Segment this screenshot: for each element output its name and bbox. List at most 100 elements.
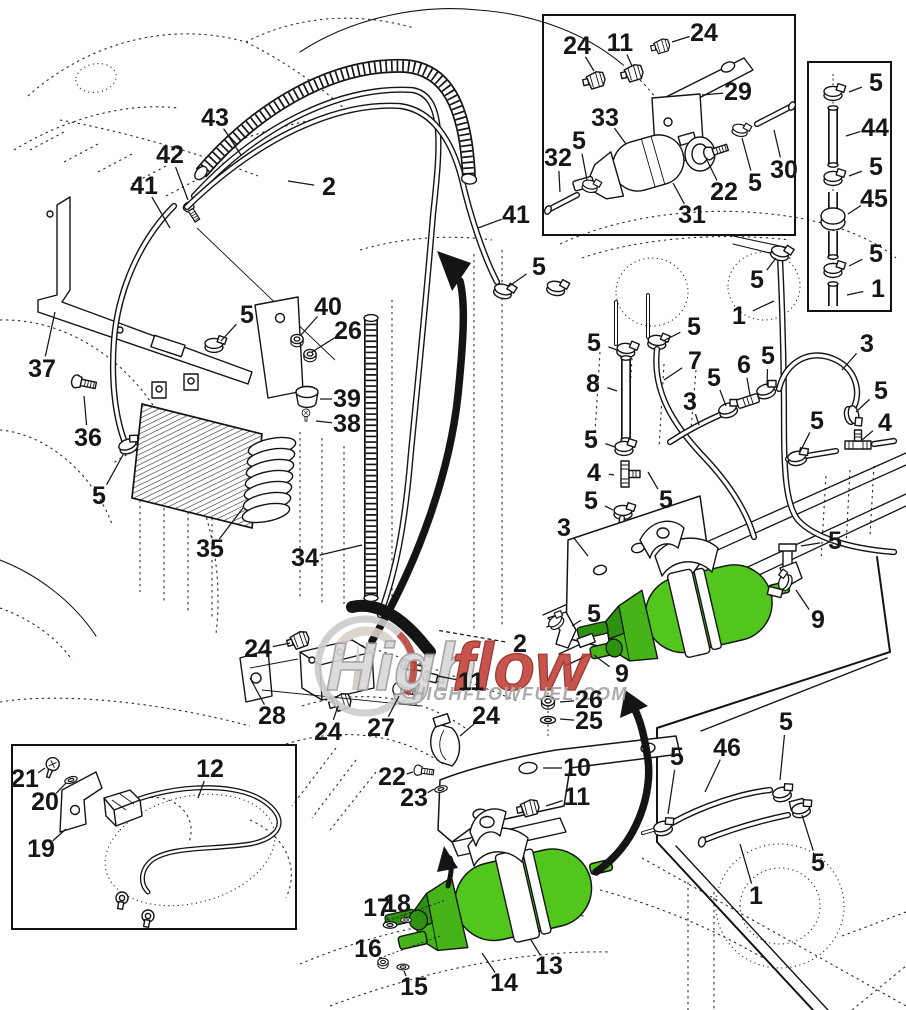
callout-5-50: 5: [659, 486, 673, 514]
callout-34-15: 34: [291, 544, 319, 572]
callout-5-5: 5: [532, 253, 546, 281]
fuel-pump-13-body: [384, 848, 614, 952]
leader-line-24: [459, 723, 475, 737]
clip-cluster: [239, 629, 446, 714]
fuel-pump-9-body: [576, 564, 791, 662]
callout-41-2: 41: [130, 172, 158, 200]
inset-shutoff-pump: [542, 14, 797, 236]
washer-18: [400, 916, 412, 924]
leader-line-4: [861, 430, 874, 441]
leader-line-40: [300, 315, 319, 336]
inset-wiring-harness: [11, 744, 297, 930]
pump-31-33: [572, 131, 697, 200]
leader-line-18: [403, 914, 406, 917]
arrow-1-shaft: [368, 277, 468, 645]
leader-line-5: [719, 389, 727, 407]
watermark-gauge-arc: [334, 626, 396, 651]
callout-25-60: 25: [575, 707, 603, 735]
leader-line-11: [545, 800, 563, 807]
loop-clamp-24: [430, 723, 461, 767]
callout-5-33: 5: [587, 329, 601, 357]
check-valve-45: [820, 192, 846, 260]
callout-5-47: 5: [584, 426, 598, 454]
washer-17: [382, 921, 398, 929]
leader-line-5: [667, 769, 676, 815]
leader-line-24: [671, 35, 690, 43]
callout-5-79: 5: [779, 708, 793, 736]
leader-line-4: [608, 473, 615, 476]
leader-line-5: [662, 331, 681, 342]
callout-6-41: 6: [737, 351, 751, 379]
callout-5-31: 5: [869, 240, 883, 268]
callout-39-10: 39: [333, 385, 361, 413]
callout-28-54: 28: [258, 702, 286, 730]
callout-2-3: 2: [322, 173, 336, 201]
callout-4-45: 4: [878, 409, 892, 437]
callout-7-37: 7: [688, 347, 702, 375]
callout-1-32: 1: [871, 275, 885, 303]
callout-5-82: 5: [811, 849, 825, 877]
leader-line-8: [607, 387, 618, 392]
leader-line-29: [701, 92, 724, 96]
leader-line-5: [798, 432, 811, 455]
right-plumbing: [545, 235, 898, 576]
bolt-36: [69, 373, 98, 393]
leader-line-22: [705, 157, 718, 181]
callout-19-67: 19: [27, 835, 55, 863]
screw-38: [301, 408, 311, 422]
callout-5-22: 5: [572, 127, 586, 155]
leader-line-31: [672, 182, 685, 205]
callout-3-39: 3: [683, 388, 697, 416]
leader-line-19: [52, 828, 67, 842]
callout-44-28: 44: [861, 114, 889, 142]
callout-5-49: 5: [584, 487, 598, 515]
callout-20-66: 20: [31, 788, 59, 816]
clamp-5-col-bot: [823, 259, 847, 279]
callout-46-81: 46: [713, 734, 741, 762]
leader-line-42: [174, 166, 189, 201]
leader-line-24: [272, 642, 291, 648]
leader-line-7: [663, 367, 683, 381]
callout-33-20: 33: [591, 104, 619, 132]
leader-line-26: [311, 337, 336, 353]
leader-line-1: [752, 300, 775, 312]
callout-37-6: 37: [28, 355, 56, 383]
inset-filter-column: [807, 61, 892, 312]
leader-line-41: [477, 218, 503, 229]
callout-23-72: 23: [400, 784, 428, 812]
callout-3-51: 3: [557, 514, 571, 542]
watermark-word-high: High: [326, 629, 477, 705]
leader-line-5: [605, 443, 616, 448]
leader-line-46: [704, 759, 721, 793]
callout-31-26: 31: [678, 201, 706, 229]
clip-24-inset-a: [580, 69, 608, 92]
leader-line-5: [581, 153, 588, 181]
callout-24-55: 24: [314, 718, 342, 746]
clamp-5-col-mid: [823, 167, 847, 187]
leader-line-37: [44, 311, 56, 357]
bracket-19: [59, 771, 103, 833]
callout-36-12: 36: [74, 424, 102, 452]
callout-5-80: 5: [670, 743, 684, 771]
callout-24-18: 24: [690, 19, 718, 47]
callout-11-70: 11: [564, 783, 591, 811]
tee-fitting-4-right: [844, 429, 872, 450]
washer-25-stud: [539, 715, 557, 725]
callout-11-57: 11: [458, 668, 485, 696]
fuel-pump-13-assembly: [377, 713, 681, 971]
callout-5-34: 5: [687, 313, 701, 341]
cooler-coil-rings: [241, 436, 297, 524]
leader-line-5: [848, 86, 862, 93]
clamp-5-hose46-left: [651, 815, 678, 839]
callout-5-44: 5: [874, 377, 888, 405]
leader-line-5: [848, 258, 863, 267]
callout-35-14: 35: [196, 535, 224, 563]
leader-line-44: [845, 130, 861, 137]
arrow-2-head: [620, 690, 648, 718]
callout-24-16: 24: [563, 32, 591, 60]
cooler-bracket-37: [37, 196, 253, 385]
clamp-5-inset-b: [730, 120, 753, 140]
